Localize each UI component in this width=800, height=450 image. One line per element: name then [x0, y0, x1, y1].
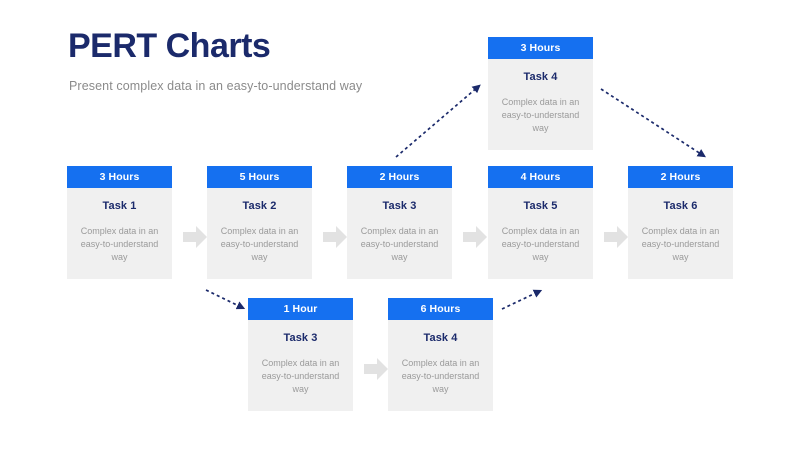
- dashed-arrow-task3-to-top-task4: [395, 84, 481, 158]
- card-body: Task 3 Complex data in an easy-to-unders…: [347, 188, 452, 279]
- card-task-title: Task 1: [102, 200, 137, 212]
- card-body: Task 3 Complex data in an easy-to-unders…: [248, 320, 353, 411]
- pert-card-middle-task2[interactable]: 5 Hours Task 2 Complex data in an easy-t…: [207, 166, 312, 279]
- card-duration-header: 2 Hours: [347, 166, 452, 188]
- card-duration-header: 3 Hours: [488, 37, 593, 59]
- card-body: Task 2 Complex data in an easy-to-unders…: [207, 188, 312, 279]
- card-body: Task 4 Complex data in an easy-to-unders…: [388, 320, 493, 411]
- card-duration-header: 5 Hours: [207, 166, 312, 188]
- card-task-title: Task 4: [523, 71, 558, 83]
- card-task-title: Task 2: [242, 200, 277, 212]
- card-description: Complex data in an easy-to-understand wa…: [360, 226, 439, 263]
- block-arrow-right-icon: [323, 226, 347, 248]
- card-duration-header: 1 Hour: [248, 298, 353, 320]
- block-arrow-right-icon: [604, 226, 628, 248]
- card-task-title: Task 3: [283, 332, 318, 344]
- card-description: Complex data in an easy-to-understand wa…: [80, 226, 159, 263]
- card-duration-header: 2 Hours: [628, 166, 733, 188]
- card-duration-header: 6 Hours: [388, 298, 493, 320]
- dashed-arrow-top-task4-to-task6: [600, 88, 706, 158]
- card-description: Complex data in an easy-to-understand wa…: [220, 226, 299, 263]
- page-title: PERT Charts: [68, 27, 271, 65]
- pert-card-middle-task5[interactable]: 4 Hours Task 5 Complex data in an easy-t…: [488, 166, 593, 279]
- card-body: Task 1 Complex data in an easy-to-unders…: [67, 188, 172, 279]
- card-task-title: Task 3: [382, 200, 417, 212]
- card-description: Complex data in an easy-to-understand wa…: [501, 226, 580, 263]
- card-task-title: Task 6: [663, 200, 698, 212]
- card-description: Complex data in an easy-to-understand wa…: [641, 226, 720, 263]
- block-arrow-right-icon: [463, 226, 487, 248]
- card-body: Task 5 Complex data in an easy-to-unders…: [488, 188, 593, 279]
- pert-card-bottom-task4[interactable]: 6 Hours Task 4 Complex data in an easy-t…: [388, 298, 493, 411]
- card-task-title: Task 4: [423, 332, 458, 344]
- card-description: Complex data in an easy-to-understand wa…: [501, 97, 580, 134]
- dashed-arrow-bottom-task4-to-task5: [501, 289, 543, 310]
- pert-card-middle-task1[interactable]: 3 Hours Task 1 Complex data in an easy-t…: [67, 166, 172, 279]
- dashed-arrow-task2-to-bottom-task3: [205, 289, 246, 310]
- page-subtitle: Present complex data in an easy-to-under…: [69, 79, 363, 93]
- pert-card-top-task4[interactable]: 3 Hours Task 4 Complex data in an easy-t…: [488, 37, 593, 150]
- pert-card-bottom-task3[interactable]: 1 Hour Task 3 Complex data in an easy-to…: [248, 298, 353, 411]
- card-description: Complex data in an easy-to-understand wa…: [261, 358, 340, 395]
- card-description: Complex data in an easy-to-understand wa…: [401, 358, 480, 395]
- pert-card-middle-task3[interactable]: 2 Hours Task 3 Complex data in an easy-t…: [347, 166, 452, 279]
- block-arrow-right-icon: [183, 226, 207, 248]
- block-arrow-right-icon: [364, 358, 388, 380]
- pert-card-middle-task6[interactable]: 2 Hours Task 6 Complex data in an easy-t…: [628, 166, 733, 279]
- card-task-title: Task 5: [523, 200, 558, 212]
- card-duration-header: 4 Hours: [488, 166, 593, 188]
- card-body: Task 6 Complex data in an easy-to-unders…: [628, 188, 733, 279]
- card-duration-header: 3 Hours: [67, 166, 172, 188]
- card-body: Task 4 Complex data in an easy-to-unders…: [488, 59, 593, 150]
